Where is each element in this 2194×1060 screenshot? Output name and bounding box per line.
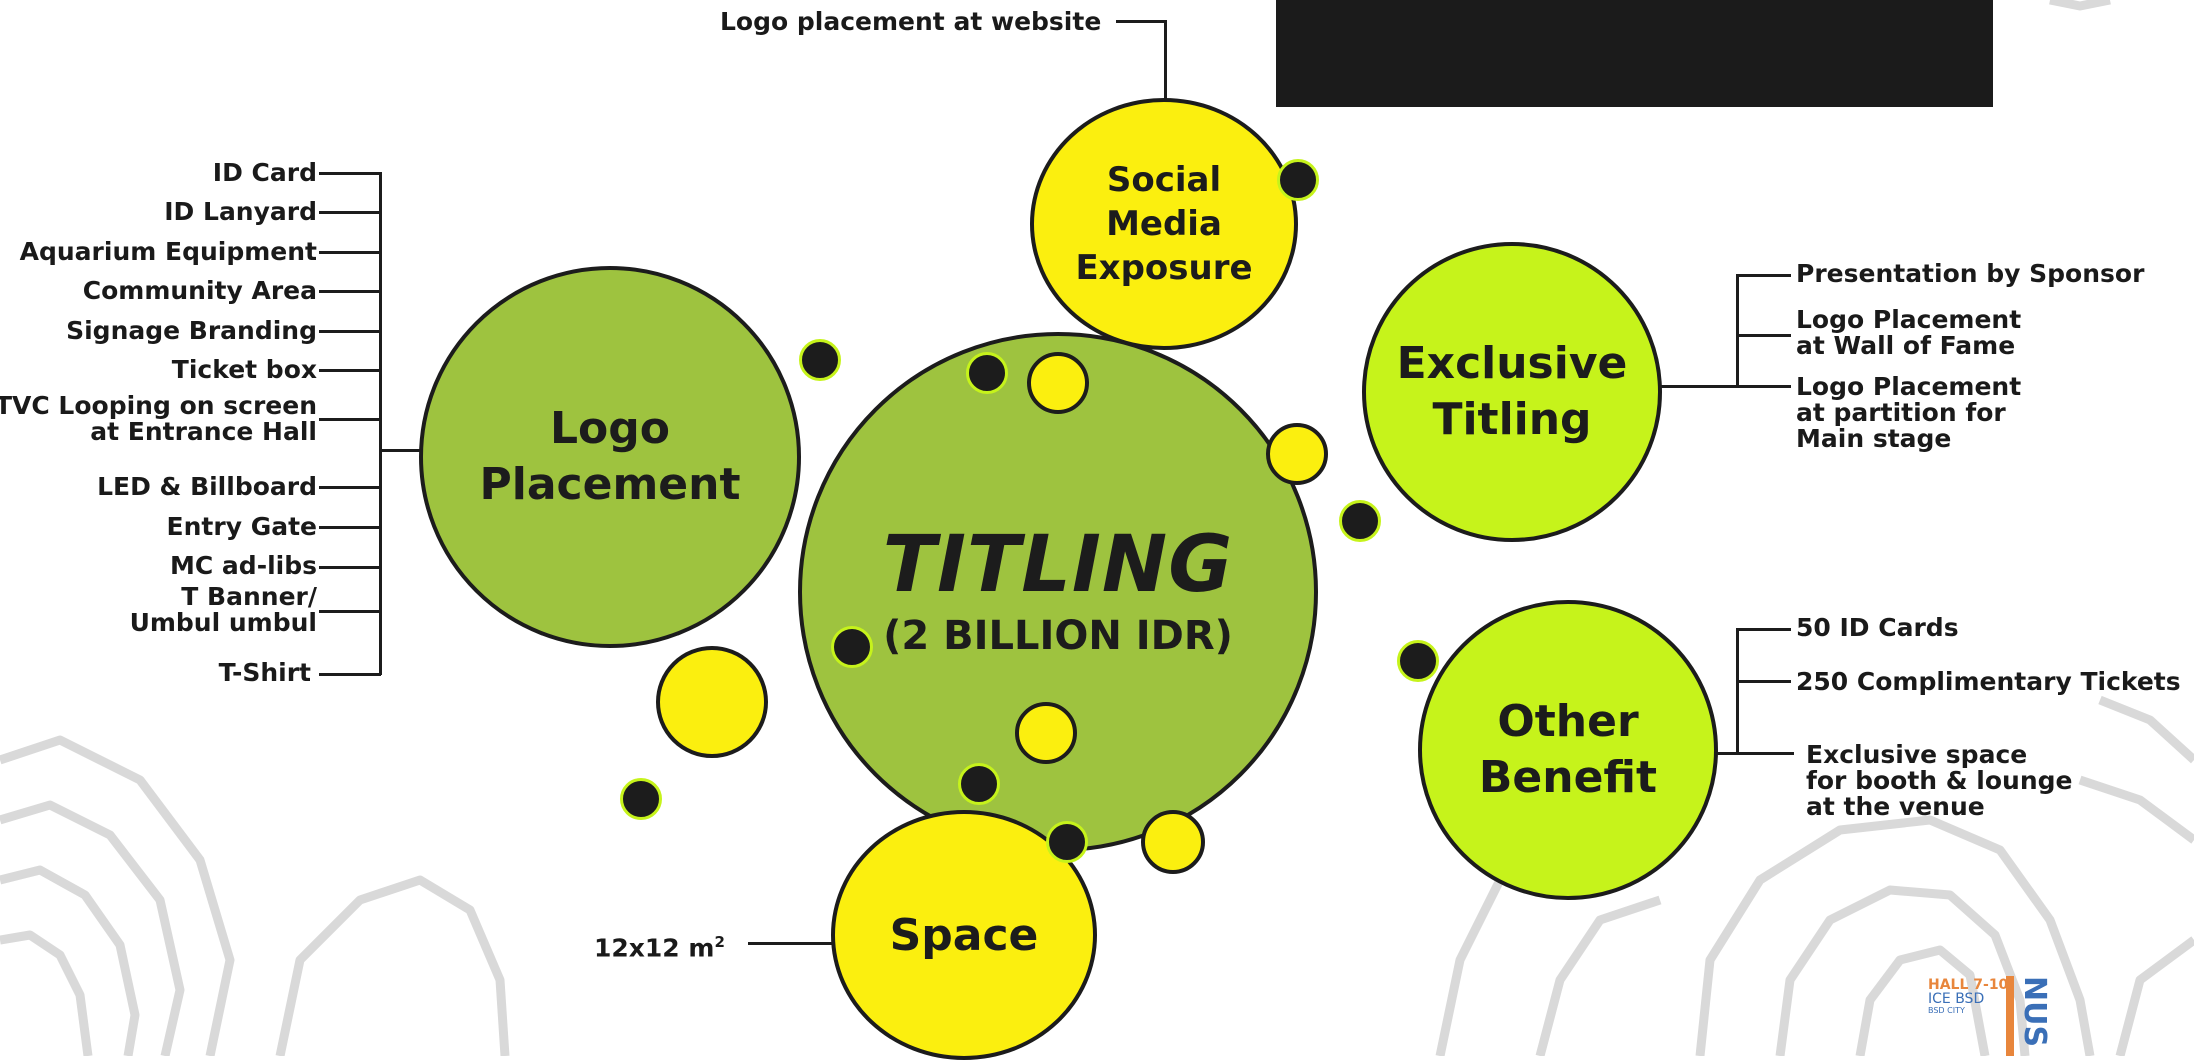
social-label-line2: Media [1106, 204, 1222, 244]
other-benefit-item: 250 Complimentary Tickets [1796, 667, 2181, 696]
logo-benefit-item: T Banner/Umbul umbul [130, 584, 317, 636]
bracket-line [1736, 628, 1739, 755]
connector-line [1658, 385, 1738, 388]
connector-line [1736, 334, 1791, 337]
decorative-dot [958, 763, 1000, 805]
exclusive-titling-bubble: Exclusive Titling [1362, 242, 1662, 542]
label-line: at Wall of Fame [1796, 331, 2016, 360]
label-line: Main stage [1796, 424, 1952, 453]
exclusive-label-line1: Exclusive [1396, 338, 1628, 389]
titling-title: TITLING [882, 520, 1234, 610]
logo-benefit-item: Entry Gate [166, 512, 317, 541]
decorative-dot [1015, 702, 1077, 764]
logo-city-text: BSD CITY [1928, 1006, 1965, 1015]
logo-hall-text: HALL 7-10 [1928, 977, 2009, 993]
connector-line [1736, 628, 1791, 631]
event-logo: HALL 7-10 ICE BSD BSD CITY NUS [1926, 976, 2056, 1056]
space-label: Space [889, 909, 1039, 961]
decorative-dot [1339, 500, 1381, 542]
decorative-dot [831, 626, 873, 668]
decorative-dot [799, 339, 841, 381]
connector-line [319, 673, 381, 676]
connector-line [319, 290, 381, 293]
logo-benefit-item: Community Area [82, 276, 317, 305]
logo-side-text: NUS [2017, 976, 2052, 1048]
label-line: Logo Placement [1796, 372, 2022, 401]
label-line: at partition for [1796, 398, 2006, 427]
connector-line [748, 942, 836, 945]
label-line: Exclusive space [1806, 740, 2028, 769]
logo-venue-text: ICE BSD [1928, 991, 1985, 1007]
logo-placement-bubble: Logo Placement [419, 266, 801, 648]
logo-benefit-item: ID Lanyard [164, 197, 317, 226]
logo-benefit-item: MC ad-libs [170, 551, 317, 580]
decorative-dot [1027, 352, 1089, 414]
social-media-bubble: Social Media Exposure [1030, 98, 1298, 350]
social-label-line3: Exposure [1075, 248, 1253, 288]
space-size-unit-exponent: 2 [714, 933, 725, 951]
other-benefit-bubble: Other Benefit [1418, 600, 1718, 900]
label-line: at the venue [1806, 792, 1985, 821]
label-line: T Banner/ [181, 582, 317, 611]
connector-line [319, 369, 381, 372]
social-label-line1: Social [1106, 160, 1222, 200]
other-label-line1: Other [1497, 696, 1639, 747]
connector-line [1736, 385, 1791, 388]
connector-line [319, 526, 381, 529]
label-line: TVC Looping on screen [0, 391, 317, 420]
other-label-line2: Benefit [1478, 752, 1658, 803]
decorative-dot [1266, 423, 1328, 485]
connector-line [1116, 20, 1166, 23]
logo-benefit-item: Ticket box [171, 355, 317, 384]
logo-placement-label-line2: Placement [479, 459, 741, 510]
connector-line [319, 610, 381, 613]
label-line: Logo Placement [1796, 305, 2022, 334]
decorative-dot [1141, 810, 1205, 874]
connector-line [319, 566, 381, 569]
titling-bubble: TITLING (2 BILLION IDR) [798, 332, 1318, 852]
label-line: for booth & lounge [1806, 766, 2073, 795]
decorative-dot [1277, 159, 1319, 201]
exclusive-label-line2: Titling [1432, 394, 1592, 445]
connector-line [319, 211, 381, 214]
connector-line [1736, 680, 1791, 683]
logo-benefit-item: Signage Branding [66, 316, 317, 345]
logo-orange-bar [2006, 976, 2014, 1056]
exclusive-benefit-item: Presentation by Sponsor [1796, 259, 2145, 288]
logo-benefit-item: LED & Billboard [97, 472, 317, 501]
logo-benefit-item: ID Card [212, 158, 317, 187]
label-line: Umbul umbul [129, 608, 317, 637]
connector-line [1736, 274, 1791, 277]
other-benefit-item: 50 ID Cards [1796, 613, 1959, 642]
social-benefit-item: Logo placement at website [720, 7, 1102, 36]
decorative-dot [620, 778, 662, 820]
bracket-line [379, 172, 382, 675]
space-size-value: 12x12 m [594, 933, 715, 963]
connector-line [319, 251, 381, 254]
decorative-dot [1397, 640, 1439, 682]
logo-benefit-item: Aquarium Equipment [19, 237, 317, 266]
connector-line [319, 172, 381, 175]
connector-line [319, 330, 381, 333]
logo-placement-label-line1: Logo [550, 403, 670, 454]
connector-line [319, 418, 381, 421]
connector-line [379, 449, 421, 452]
bracket-line [1736, 274, 1739, 388]
connector-line [1164, 20, 1167, 100]
decorative-dot [656, 646, 768, 758]
logo-benefit-item: T-Shirt [218, 658, 311, 687]
connector-line [319, 486, 381, 489]
decorative-dot [966, 352, 1008, 394]
connector-line [1714, 752, 1794, 755]
titling-subtitle: (2 BILLION IDR) [883, 613, 1233, 659]
decorative-dot [1046, 821, 1088, 863]
space-size-label: 12x12 m2 [594, 928, 725, 962]
top-black-banner [1276, 0, 1993, 107]
label-line: at Entrance Hall [90, 417, 317, 446]
